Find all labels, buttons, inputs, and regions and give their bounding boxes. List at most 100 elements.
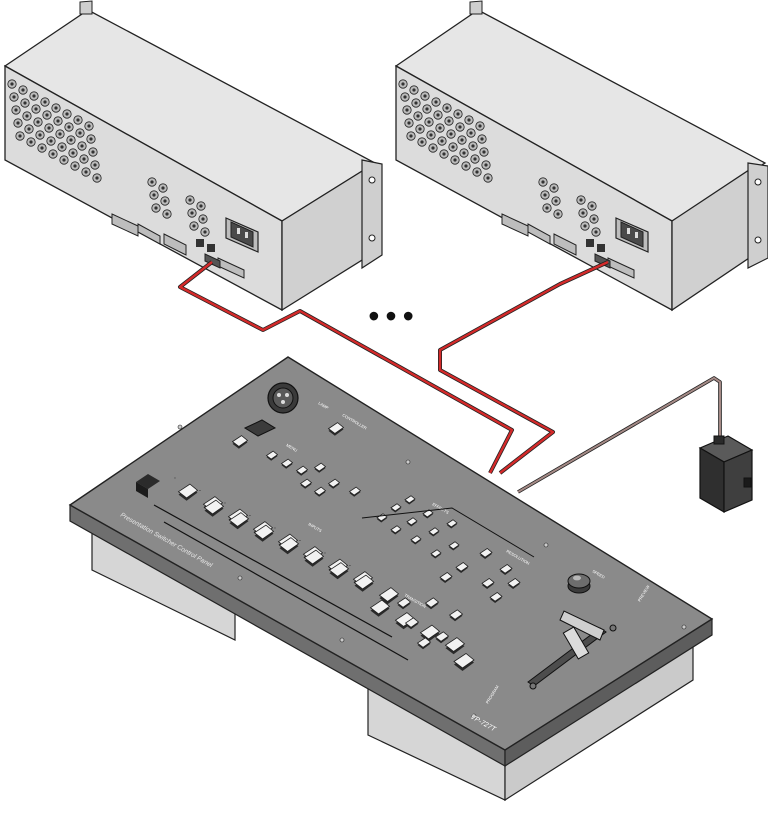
bnc-connector <box>443 104 451 112</box>
bnc-connector <box>473 168 481 176</box>
bnc-connector <box>592 228 600 236</box>
bnc-connector <box>436 124 444 132</box>
bnc-connector <box>447 130 455 138</box>
bnc-connector <box>82 168 90 176</box>
bnc-connector <box>581 222 589 230</box>
bnc-connector <box>190 222 198 230</box>
bnc-connector <box>410 86 418 94</box>
bnc-connector <box>539 178 547 186</box>
bnc-connector <box>148 178 156 186</box>
bnc-connector <box>43 111 51 119</box>
bnc-connector <box>188 209 196 217</box>
bnc-connector <box>199 215 207 223</box>
bnc-connector <box>478 135 486 143</box>
bnc-connector <box>590 215 598 223</box>
bnc-connector <box>421 92 429 100</box>
bnc-connector <box>416 125 424 133</box>
bnc-connector <box>465 116 473 124</box>
speed-knob <box>568 574 590 593</box>
bnc-connector <box>38 144 46 152</box>
bnc-connector <box>152 204 160 212</box>
bnc-connector <box>65 123 73 131</box>
bnc-connector <box>469 142 477 150</box>
bnc-connector <box>201 228 209 236</box>
bnc-connector <box>74 116 82 124</box>
bnc-connector <box>407 132 415 140</box>
bnc-connector <box>80 155 88 163</box>
bnc-connector <box>186 196 194 204</box>
bnc-connector <box>54 117 62 125</box>
bnc-connector <box>69 149 77 157</box>
bnc-connector <box>550 184 558 192</box>
bnc-connector <box>159 184 167 192</box>
bnc-connector <box>56 130 64 138</box>
bnc-connector <box>445 117 453 125</box>
control-panel: LAMP CONTROLLER Presentation Switcher Co… <box>70 357 712 800</box>
bnc-connector <box>14 119 22 127</box>
bnc-connector <box>432 98 440 106</box>
bnc-connector <box>63 110 71 118</box>
bnc-connector <box>449 143 457 151</box>
bnc-connector <box>476 122 484 130</box>
bnc-connector <box>87 135 95 143</box>
bnc-connector <box>21 99 29 107</box>
bnc-connector <box>440 150 448 158</box>
bnc-connector <box>85 122 93 130</box>
bnc-connector <box>16 132 24 140</box>
bnc-connector <box>588 202 596 210</box>
bnc-connector <box>414 112 422 120</box>
bnc-connector <box>71 162 79 170</box>
bnc-connector <box>49 150 57 158</box>
switcher-unit-1 <box>5 1 382 310</box>
bnc-connector <box>78 142 86 150</box>
bnc-connector <box>91 161 99 169</box>
bnc-connector <box>163 210 171 218</box>
bnc-connector <box>462 162 470 170</box>
bnc-connector <box>45 124 53 132</box>
lamp-xlr-connector <box>268 383 298 413</box>
bnc-connector <box>577 196 585 204</box>
bnc-connector <box>427 131 435 139</box>
bnc-connector <box>552 197 560 205</box>
bnc-connector <box>467 129 475 137</box>
bnc-connector <box>60 156 68 164</box>
bnc-connector <box>32 105 40 113</box>
bnc-connector <box>454 110 462 118</box>
bnc-connector <box>30 92 38 100</box>
bnc-connector <box>460 149 468 157</box>
bnc-connector <box>10 93 18 101</box>
bnc-connector <box>89 148 97 156</box>
power-adapter <box>700 436 752 512</box>
bnc-connector <box>458 136 466 144</box>
bnc-connector <box>412 99 420 107</box>
bnc-connector <box>25 125 33 133</box>
bnc-connector <box>480 148 488 156</box>
bnc-connector <box>418 138 426 146</box>
bnc-connector <box>67 136 75 144</box>
bnc-connector <box>19 86 27 94</box>
bnc-connector <box>12 106 20 114</box>
bnc-connector <box>8 80 16 88</box>
bnc-connector <box>554 210 562 218</box>
bnc-connector <box>425 118 433 126</box>
bnc-connector <box>543 204 551 212</box>
bnc-connector <box>197 202 205 210</box>
bnc-connector <box>41 98 49 106</box>
bnc-connector <box>150 191 158 199</box>
bnc-connector <box>484 174 492 182</box>
bnc-connector <box>34 118 42 126</box>
bnc-connector <box>58 143 66 151</box>
bnc-connector <box>541 191 549 199</box>
bnc-connector <box>23 112 31 120</box>
bnc-connector <box>423 105 431 113</box>
rs485-cable-unit-2 <box>440 262 608 473</box>
bnc-connector <box>27 138 35 146</box>
bnc-connector <box>399 80 407 88</box>
bnc-connector <box>579 209 587 217</box>
bnc-connector <box>401 93 409 101</box>
bnc-connector <box>451 156 459 164</box>
bnc-connector <box>471 155 479 163</box>
switcher-unit-2 <box>396 1 768 310</box>
